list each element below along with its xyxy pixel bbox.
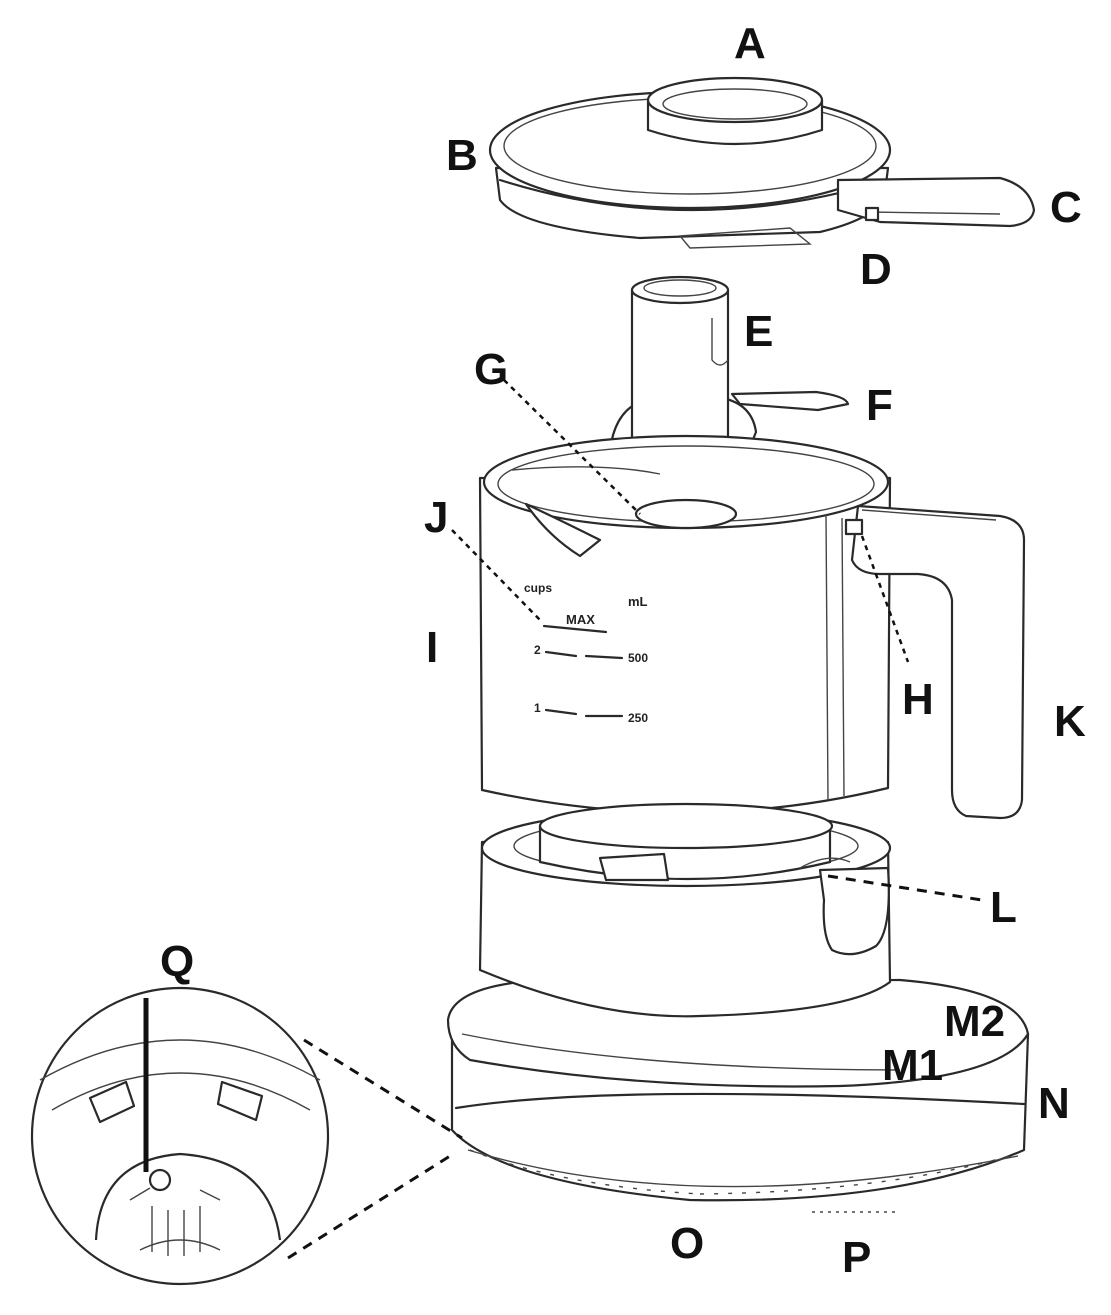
cup-1-marking: 1 xyxy=(534,701,541,715)
label-g: G xyxy=(474,345,508,394)
ml-marking: mL xyxy=(628,594,648,609)
bowl-spindle xyxy=(634,498,738,530)
label-d: D xyxy=(860,245,892,294)
bowl xyxy=(478,434,1026,820)
motor-base xyxy=(446,802,1030,1213)
lid xyxy=(488,76,1036,249)
label-q: Q xyxy=(160,937,194,986)
label-n: N xyxy=(1038,1079,1070,1128)
label-l: L xyxy=(990,883,1017,932)
label-m1: M1 xyxy=(882,1041,943,1090)
label-p: P xyxy=(842,1233,871,1282)
label-a: A xyxy=(734,19,766,68)
max-marking: MAX xyxy=(566,612,595,627)
leader-h xyxy=(860,535,910,663)
ml-250-marking: 250 xyxy=(628,711,648,725)
lid-latch xyxy=(864,206,880,222)
label-f: F xyxy=(866,381,893,430)
label-b: B xyxy=(446,131,478,180)
base-latch xyxy=(818,866,890,956)
leader-l xyxy=(827,874,983,902)
leader-inset-bottom xyxy=(287,1154,451,1260)
leader-g xyxy=(503,379,641,515)
label-c: C xyxy=(1050,183,1082,232)
ml-500-marking: 500 xyxy=(628,651,648,665)
label-j: J xyxy=(424,493,448,542)
detail-inset xyxy=(30,986,330,1286)
label-h: H xyxy=(902,675,934,724)
label-m2: M2 xyxy=(944,997,1005,1046)
label-k: K xyxy=(1054,697,1086,746)
label-o: O xyxy=(670,1219,704,1268)
label-i: I xyxy=(426,623,438,672)
cups-marking: cups xyxy=(524,581,552,595)
leader-j xyxy=(451,529,541,621)
cup-2-marking: 2 xyxy=(534,643,541,657)
leader-lines xyxy=(287,379,983,1260)
label-e: E xyxy=(744,307,773,356)
part-labels: A B C D E F G J I H K L Q M2 M1 N O P xyxy=(160,19,1086,1282)
leader-inset-top xyxy=(303,1038,463,1140)
bowl-markings: cups mL MAX 2 500 1 250 xyxy=(524,581,648,725)
